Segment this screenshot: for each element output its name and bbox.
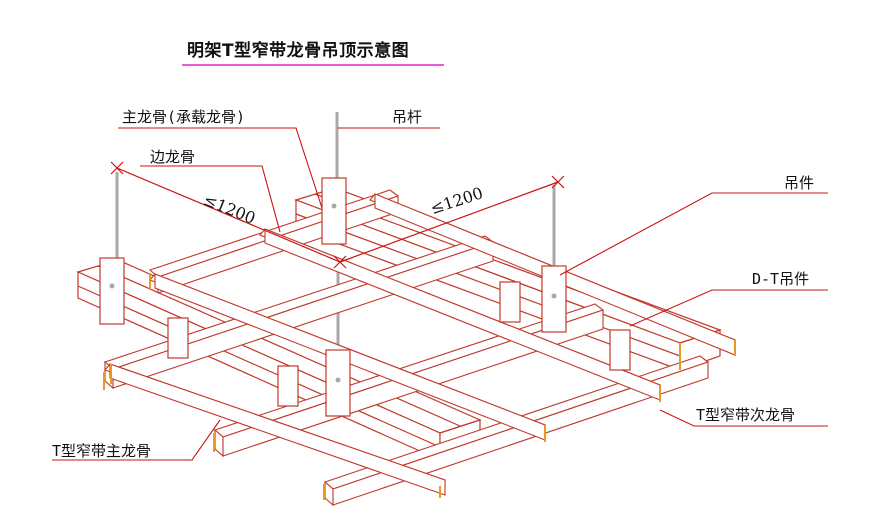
bracket-1	[99, 257, 125, 325]
label-hanger-rod: 吊杆	[392, 108, 423, 126]
bracket-2	[321, 177, 347, 245]
leader-lines	[52, 127, 828, 461]
hanger-brackets	[99, 177, 631, 417]
bracket-3	[541, 265, 567, 333]
dim-line-left	[116, 167, 341, 263]
dim-mark-2	[333, 255, 347, 269]
bracket-6	[277, 365, 299, 407]
label-edge-keel: 边龙骨	[150, 148, 196, 166]
keel-end-accents	[103, 273, 736, 500]
dimension-lines	[110, 161, 565, 269]
bracket-5	[167, 317, 189, 359]
leader-dt-hanger	[629, 289, 828, 327]
leader-t-main	[52, 419, 221, 461]
t-main-keels	[104, 193, 736, 496]
bracket-bolts	[109, 203, 557, 383]
dim-line-right	[339, 181, 559, 263]
dim-mark-3	[551, 175, 565, 189]
leader-main-keel	[118, 127, 323, 209]
label-main-keel: 主龙骨(承载龙骨)	[122, 108, 246, 126]
dim-mark-1	[110, 161, 124, 175]
leader-t-secondary	[659, 409, 828, 427]
bracket-7	[499, 281, 521, 323]
bracket-4	[325, 349, 351, 417]
label-t-main-keel: T型窄带主龙骨	[52, 442, 152, 460]
bracket-8	[609, 329, 631, 371]
leader-hanger	[559, 192, 828, 276]
diagram-title: 明架T型窄带龙骨吊顶示意图	[187, 41, 410, 61]
label-hanger: 吊件	[784, 174, 815, 192]
label-t-secondary-keel: T型窄带次龙骨	[696, 406, 796, 424]
label-dt-hanger: D-T吊件	[752, 270, 810, 288]
title-underline	[182, 64, 444, 66]
leader-edge-keel	[140, 165, 281, 233]
